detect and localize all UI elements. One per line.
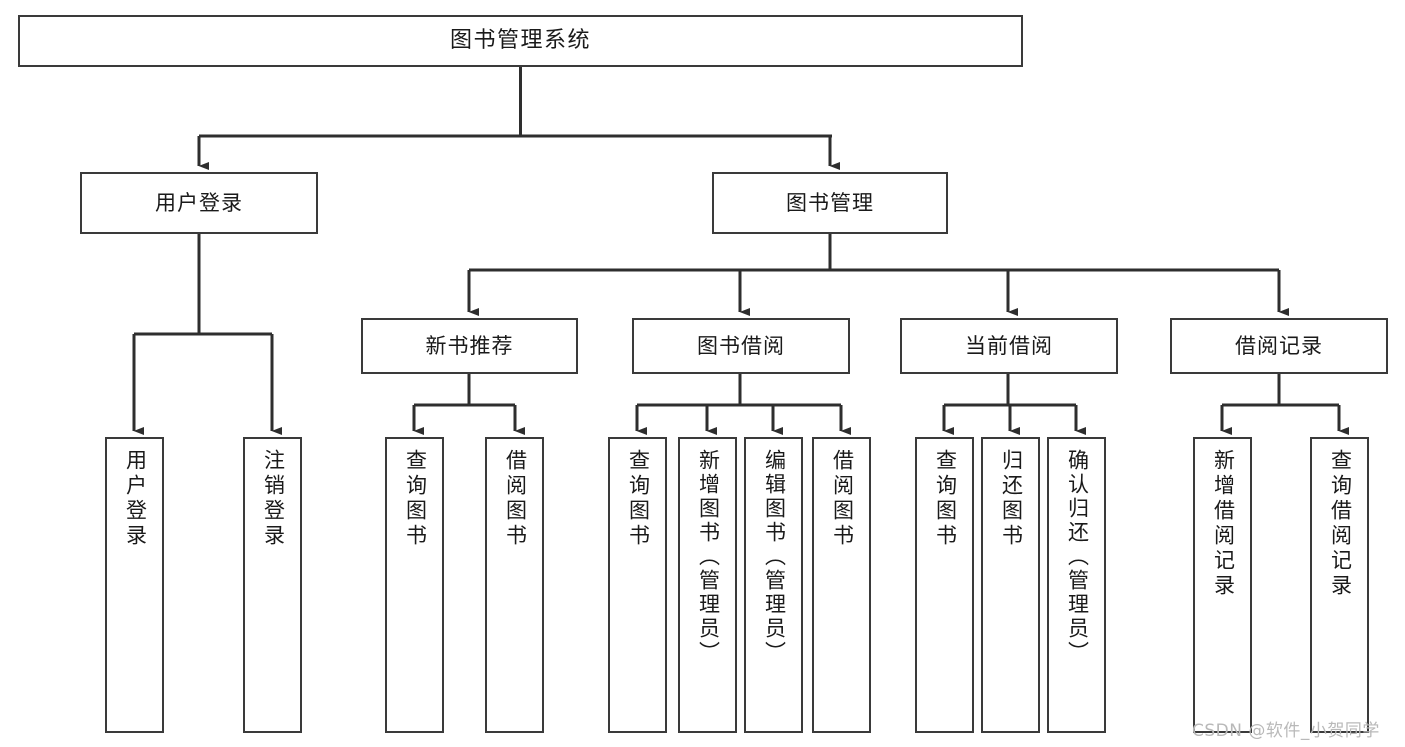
- node-new-book-recommend-label: 新书推荐: [425, 333, 514, 358]
- node-root-label: 图书管理系统: [449, 28, 591, 54]
- node-leaf-return-book[interactable]: 归还图书: [981, 437, 1040, 733]
- node-current-borrow-label: 当前借阅: [965, 333, 1053, 358]
- node-leaf-add-book[interactable]: 新增图书（管理员）: [678, 437, 737, 733]
- node-leaf-query-book-1[interactable]: 查询图书: [385, 437, 444, 733]
- node-leaf-query-book-2-label: 查询图书: [626, 449, 651, 549]
- node-leaf-logout[interactable]: 注销登录: [243, 437, 302, 733]
- node-new-book-recommend[interactable]: 新书推荐: [361, 318, 578, 374]
- node-leaf-borrow-book-1[interactable]: 借阅图书: [485, 437, 544, 733]
- node-leaf-logout-label: 注销登录: [261, 449, 286, 549]
- node-leaf-add-borrow-record-label: 新增借阅记录: [1211, 449, 1236, 599]
- node-leaf-confirm-return[interactable]: 确认归还（管理员）: [1047, 437, 1106, 733]
- node-leaf-borrow-book-2[interactable]: 借阅图书: [812, 437, 871, 733]
- node-current-borrow[interactable]: 当前借阅: [900, 318, 1118, 374]
- node-leaf-user-login[interactable]: 用户登录: [105, 437, 164, 733]
- node-borrow-record[interactable]: 借阅记录: [1170, 318, 1388, 374]
- node-user-login-label: 用户登录: [155, 190, 243, 215]
- node-book-borrow[interactable]: 图书借阅: [632, 318, 850, 374]
- node-leaf-add-borrow-record[interactable]: 新增借阅记录: [1193, 437, 1252, 733]
- node-root[interactable]: 图书管理系统: [18, 15, 1023, 67]
- node-borrow-record-label: 借阅记录: [1235, 333, 1323, 358]
- node-leaf-borrow-book-2-label: 借阅图书: [830, 449, 855, 549]
- node-book-manage[interactable]: 图书管理: [712, 172, 948, 234]
- csdn-watermark: CSDN @软件_小贺同学: [1192, 721, 1380, 741]
- node-leaf-add-book-label: 新增图书（管理员）: [696, 449, 721, 665]
- node-leaf-query-borrow-record-label: 查询借阅记录: [1328, 449, 1353, 599]
- node-leaf-confirm-return-label: 确认归还（管理员）: [1065, 449, 1090, 665]
- node-leaf-user-login-label: 用户登录: [123, 449, 148, 549]
- node-book-borrow-label: 图书借阅: [697, 333, 785, 358]
- node-leaf-query-book-3[interactable]: 查询图书: [915, 437, 974, 733]
- node-leaf-borrow-book-1-label: 借阅图书: [503, 449, 528, 549]
- node-leaf-query-book-1-label: 查询图书: [403, 449, 428, 549]
- node-leaf-edit-book[interactable]: 编辑图书（管理员）: [744, 437, 803, 733]
- node-leaf-edit-book-label: 编辑图书（管理员）: [762, 449, 787, 665]
- node-leaf-query-book-3-label: 查询图书: [933, 449, 958, 549]
- node-leaf-query-borrow-record[interactable]: 查询借阅记录: [1310, 437, 1369, 733]
- node-leaf-query-book-2[interactable]: 查询图书: [608, 437, 667, 733]
- node-book-manage-label: 图书管理: [786, 190, 874, 215]
- node-user-login[interactable]: 用户登录: [80, 172, 318, 234]
- node-leaf-return-book-label: 归还图书: [999, 449, 1024, 549]
